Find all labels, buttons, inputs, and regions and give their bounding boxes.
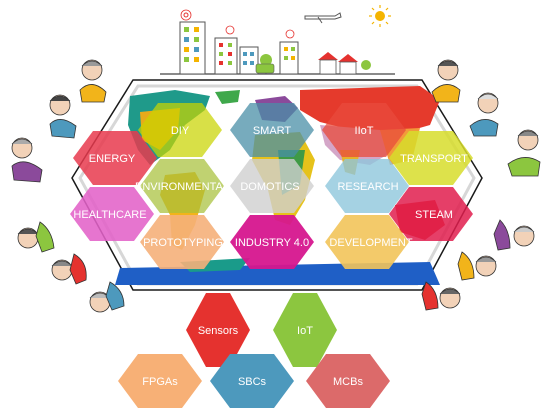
hex-domotics: DOMOTICS [230, 159, 314, 213]
person-right-2-icon [469, 92, 499, 137]
hex-diy: DIY [138, 103, 222, 157]
sun-icon [369, 5, 391, 27]
hex-label-smart: SMART [253, 125, 292, 137]
hex-iot: IoT [273, 293, 337, 367]
person-right-3-icon [507, 129, 541, 177]
person-left-4-icon [17, 221, 55, 253]
hex-label-prototyping: PROTOTYPING [143, 237, 223, 249]
person-right-1-icon [431, 59, 461, 103]
hex-sensors: Sensors [186, 293, 250, 367]
hex-transport: TRANSPORT [389, 131, 473, 185]
hex-fpgas: FPGAs [118, 354, 202, 408]
hex-healthcare: HEALTHCARE [70, 187, 154, 241]
hex-steam: STEAM [389, 187, 473, 241]
hex-smart: SMART [230, 103, 314, 157]
airplane-icon [304, 12, 342, 24]
hex-environmental: ENVIRONMENTAL [135, 159, 229, 213]
hex-label-fpgas: FPGAs [142, 376, 178, 388]
hex-label-sbcs: SBCs [238, 376, 267, 388]
hex-label-iot: IoT [297, 325, 313, 337]
city-skyline-illustration [160, 9, 395, 87]
hex-label-development: DEVELOPMENT [329, 237, 412, 249]
hex-label-healthcare: HEALTHCARE [73, 209, 146, 221]
person-left-5-icon [51, 253, 87, 285]
hex-label-transport: TRANSPORT [400, 153, 468, 165]
hex-label-domotics: DOMOTICS [240, 181, 299, 193]
people-illustrations [11, 59, 541, 313]
hex-label-research: RESEARCH [337, 181, 398, 193]
hex-prototyping: PROTOTYPING [140, 215, 224, 269]
person-left-3-icon [11, 137, 43, 183]
person-right-6-icon [421, 281, 461, 311]
hex-development: DEVELOPMENT [325, 215, 413, 269]
hex-mcbs: MCBs [306, 354, 390, 408]
hex-label-steam: STEAM [415, 209, 453, 221]
hex-label-environmental: ENVIRONMENTAL [135, 181, 229, 193]
person-right-4-icon [493, 219, 535, 251]
technology-hexagons: Sensors IoT FPGAs SBCs MCBs [118, 293, 390, 408]
person-left-1-icon [79, 59, 107, 103]
hex-industry-4-0: INDUSTRY 4.0 [230, 215, 314, 269]
hex-label-industry-4-0: INDUSTRY 4.0 [235, 237, 309, 249]
hex-label-energy: ENERGY [89, 153, 136, 165]
application-hexagons: DIY SMART IIoT ENERGY TRANSPORT ENVIRONM… [70, 103, 473, 269]
person-left-6-icon [89, 281, 125, 313]
hex-label-sensors: Sensors [198, 325, 239, 337]
hex-sbcs: SBCs [210, 354, 294, 408]
person-left-2-icon [49, 94, 77, 139]
hex-label-diy: DIY [171, 125, 190, 137]
hex-energy: ENERGY [73, 131, 157, 185]
hex-label-iiot: IIoT [355, 125, 374, 137]
hex-iiot: IIoT [322, 103, 406, 157]
hex-label-mcbs: MCBs [333, 376, 363, 388]
person-right-5-icon [457, 251, 497, 281]
hex-research: RESEARCH [325, 159, 409, 213]
